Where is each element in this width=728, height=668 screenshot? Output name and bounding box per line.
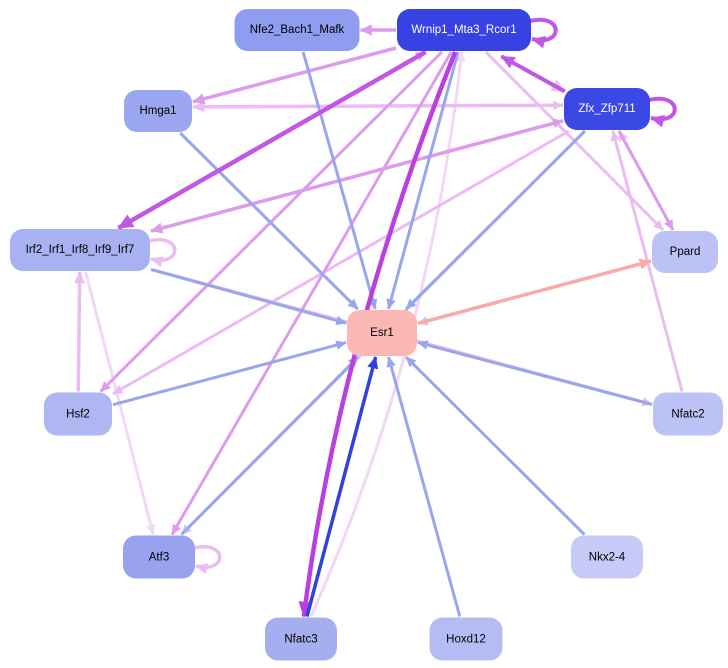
- edge-zfx-to-esr1: [405, 129, 586, 311]
- node-nfatc2[interactable]: Nfatc2: [653, 392, 723, 436]
- node-label-irf2-irf1-irf8-irf9-irf7: Irf2_Irf1_Irf8_Irf9_Irf7: [25, 244, 135, 256]
- edge-wrnip1-to-atf3: [170, 51, 453, 536]
- node-ppard[interactable]: Ppard: [652, 231, 718, 273]
- edge-nkx24-to-esr1: [405, 355, 586, 536]
- node-label-nfe2-bach1-mafk: Nfe2_Bach1_Mafk: [249, 24, 345, 36]
- node-wrnip1-mta3-rcor1[interactable]: Wrnip1_Mta3_Rcor1: [397, 9, 531, 51]
- edge-wrnip1-to-wrnip1: [529, 17, 558, 49]
- edge-hmga1-to-zfx: [192, 100, 564, 111]
- edge-wrnip1-to-esr1: [386, 51, 460, 310]
- node-hoxd12[interactable]: Hoxd12: [429, 617, 503, 661]
- node-hsf2[interactable]: Hsf2: [44, 392, 112, 436]
- edge-atf3-to-atf3: [193, 545, 222, 575]
- edge-irf2-to-esr1: [150, 268, 347, 326]
- node-hmga1[interactable]: Hmga1: [124, 90, 192, 132]
- node-label-nkx2-4: Nkx2-4: [588, 551, 626, 563]
- node-nfatc3[interactable]: Nfatc3: [265, 617, 337, 661]
- edge-hoxd12-to-esr1: [386, 356, 462, 617]
- node-label-zfx-zfp711: Zfx_Zfp711: [578, 103, 636, 115]
- edge-zfx-to-wrnip1: [500, 54, 566, 94]
- node-irf2-irf1-irf8-irf9-irf7[interactable]: Irf2_Irf1_Irf8_Irf9_Irf7: [10, 229, 150, 271]
- edge-hsf2-to-esr1: [112, 340, 347, 407]
- node-label-wrnip1-mta3-rcor1: Wrnip1_Mta3_Rcor1: [411, 24, 517, 36]
- edge-hsf2-to-irf2: [74, 271, 86, 392]
- edge-nfatc2-to-esr1: [417, 340, 653, 406]
- node-atf3[interactable]: Atf3: [123, 535, 195, 579]
- node-label-hoxd12: Hoxd12: [446, 633, 486, 645]
- node-nfe2-bach1-mafk[interactable]: Nfe2_Bach1_Mafk: [234, 9, 360, 51]
- node-label-nfatc3: Nfatc3: [284, 633, 318, 645]
- edge-hmga1-to-esr1: [179, 131, 359, 311]
- edge-wrnip1-to-hmga1: [192, 46, 397, 105]
- edge-zfx-to-ppard: [617, 130, 675, 231]
- edge-irf2-to-irf2: [148, 238, 177, 268]
- edge-irf2-to-zfx: [150, 118, 564, 233]
- edge-atf3-to-esr1: [180, 355, 360, 536]
- node-label-atf3: Atf3: [148, 551, 170, 563]
- edge-wrnip1-to-irf2: [117, 50, 427, 230]
- edge-nfe2-to-esr1: [301, 51, 378, 310]
- node-esr1[interactable]: Esr1: [347, 310, 417, 356]
- node-label-nfatc2: Nfatc2: [671, 408, 705, 420]
- edge-zfx-to-zfx: [648, 96, 677, 128]
- node-zfx-zfp711[interactable]: Zfx_Zfp711: [564, 88, 650, 130]
- node-label-hsf2: Hsf2: [66, 408, 90, 420]
- node-label-hmga1: Hmga1: [139, 105, 177, 117]
- node-nkx2-4[interactable]: Nkx2-4: [571, 535, 643, 579]
- edge-nfatc3-to-esr1: [305, 356, 379, 617]
- node-label-esr1: Esr1: [370, 327, 394, 339]
- edge-zfx-to-hsf2: [112, 129, 570, 396]
- edge-esr1-to-ppard: [417, 258, 652, 326]
- node-label-ppard: Ppard: [669, 246, 701, 258]
